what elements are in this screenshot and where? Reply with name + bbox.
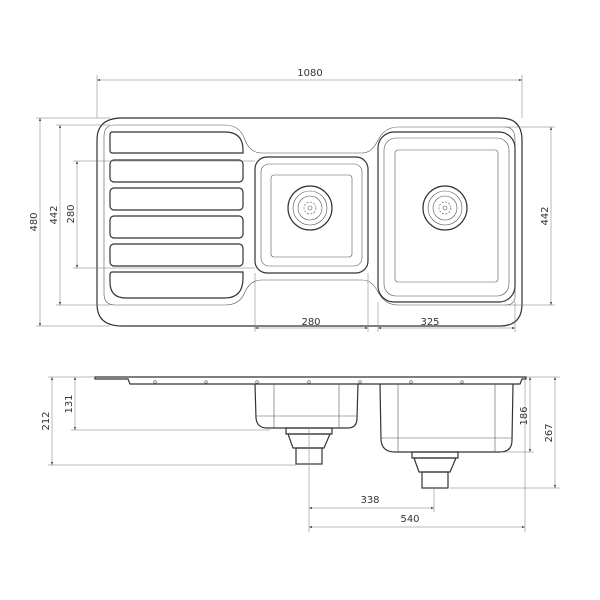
dim-inner-width: 442 xyxy=(49,205,60,224)
dim-overall-length: 1080 xyxy=(297,68,322,79)
top-view: 1080 480 442 280 442 280 325 xyxy=(29,68,555,332)
large-bowl-profile xyxy=(379,383,514,453)
dim-overall-depth-left: 212 xyxy=(41,411,52,430)
dim-large-bowl-width: 325 xyxy=(420,317,439,328)
dim-small-bowl-depth: 131 xyxy=(64,394,75,413)
dim-overall-depth-right: 267 xyxy=(544,423,555,442)
deck-holes xyxy=(153,380,464,384)
dim-bowl-length: 280 xyxy=(66,204,77,223)
dim-waste-spacing: 338 xyxy=(360,495,379,506)
sink-outline xyxy=(96,117,523,327)
dim-large-bowl-depth: 186 xyxy=(519,406,530,425)
drainer-ribs xyxy=(109,131,244,299)
dim-overall-width: 480 xyxy=(29,212,40,231)
dim-bowl-height-right: 442 xyxy=(540,206,551,225)
dim-small-bowl-width: 280 xyxy=(301,317,320,328)
small-bowl-profile xyxy=(254,383,359,429)
top-dimensions: 1080 480 442 280 442 280 325 xyxy=(29,68,555,332)
large-bowl xyxy=(377,131,516,303)
small-bowl xyxy=(254,156,369,274)
drainer-rim xyxy=(103,124,516,306)
side-view: 212 131 186 267 338 540 xyxy=(41,376,560,532)
waste-strainer-icon xyxy=(422,185,468,231)
dim-waste-to-edge: 540 xyxy=(400,514,419,525)
waste-strainer-icon xyxy=(287,185,333,231)
large-waste-fitting xyxy=(411,451,459,489)
side-dimensions: 212 131 186 267 338 540 xyxy=(41,376,560,532)
sink-deck xyxy=(94,376,527,385)
